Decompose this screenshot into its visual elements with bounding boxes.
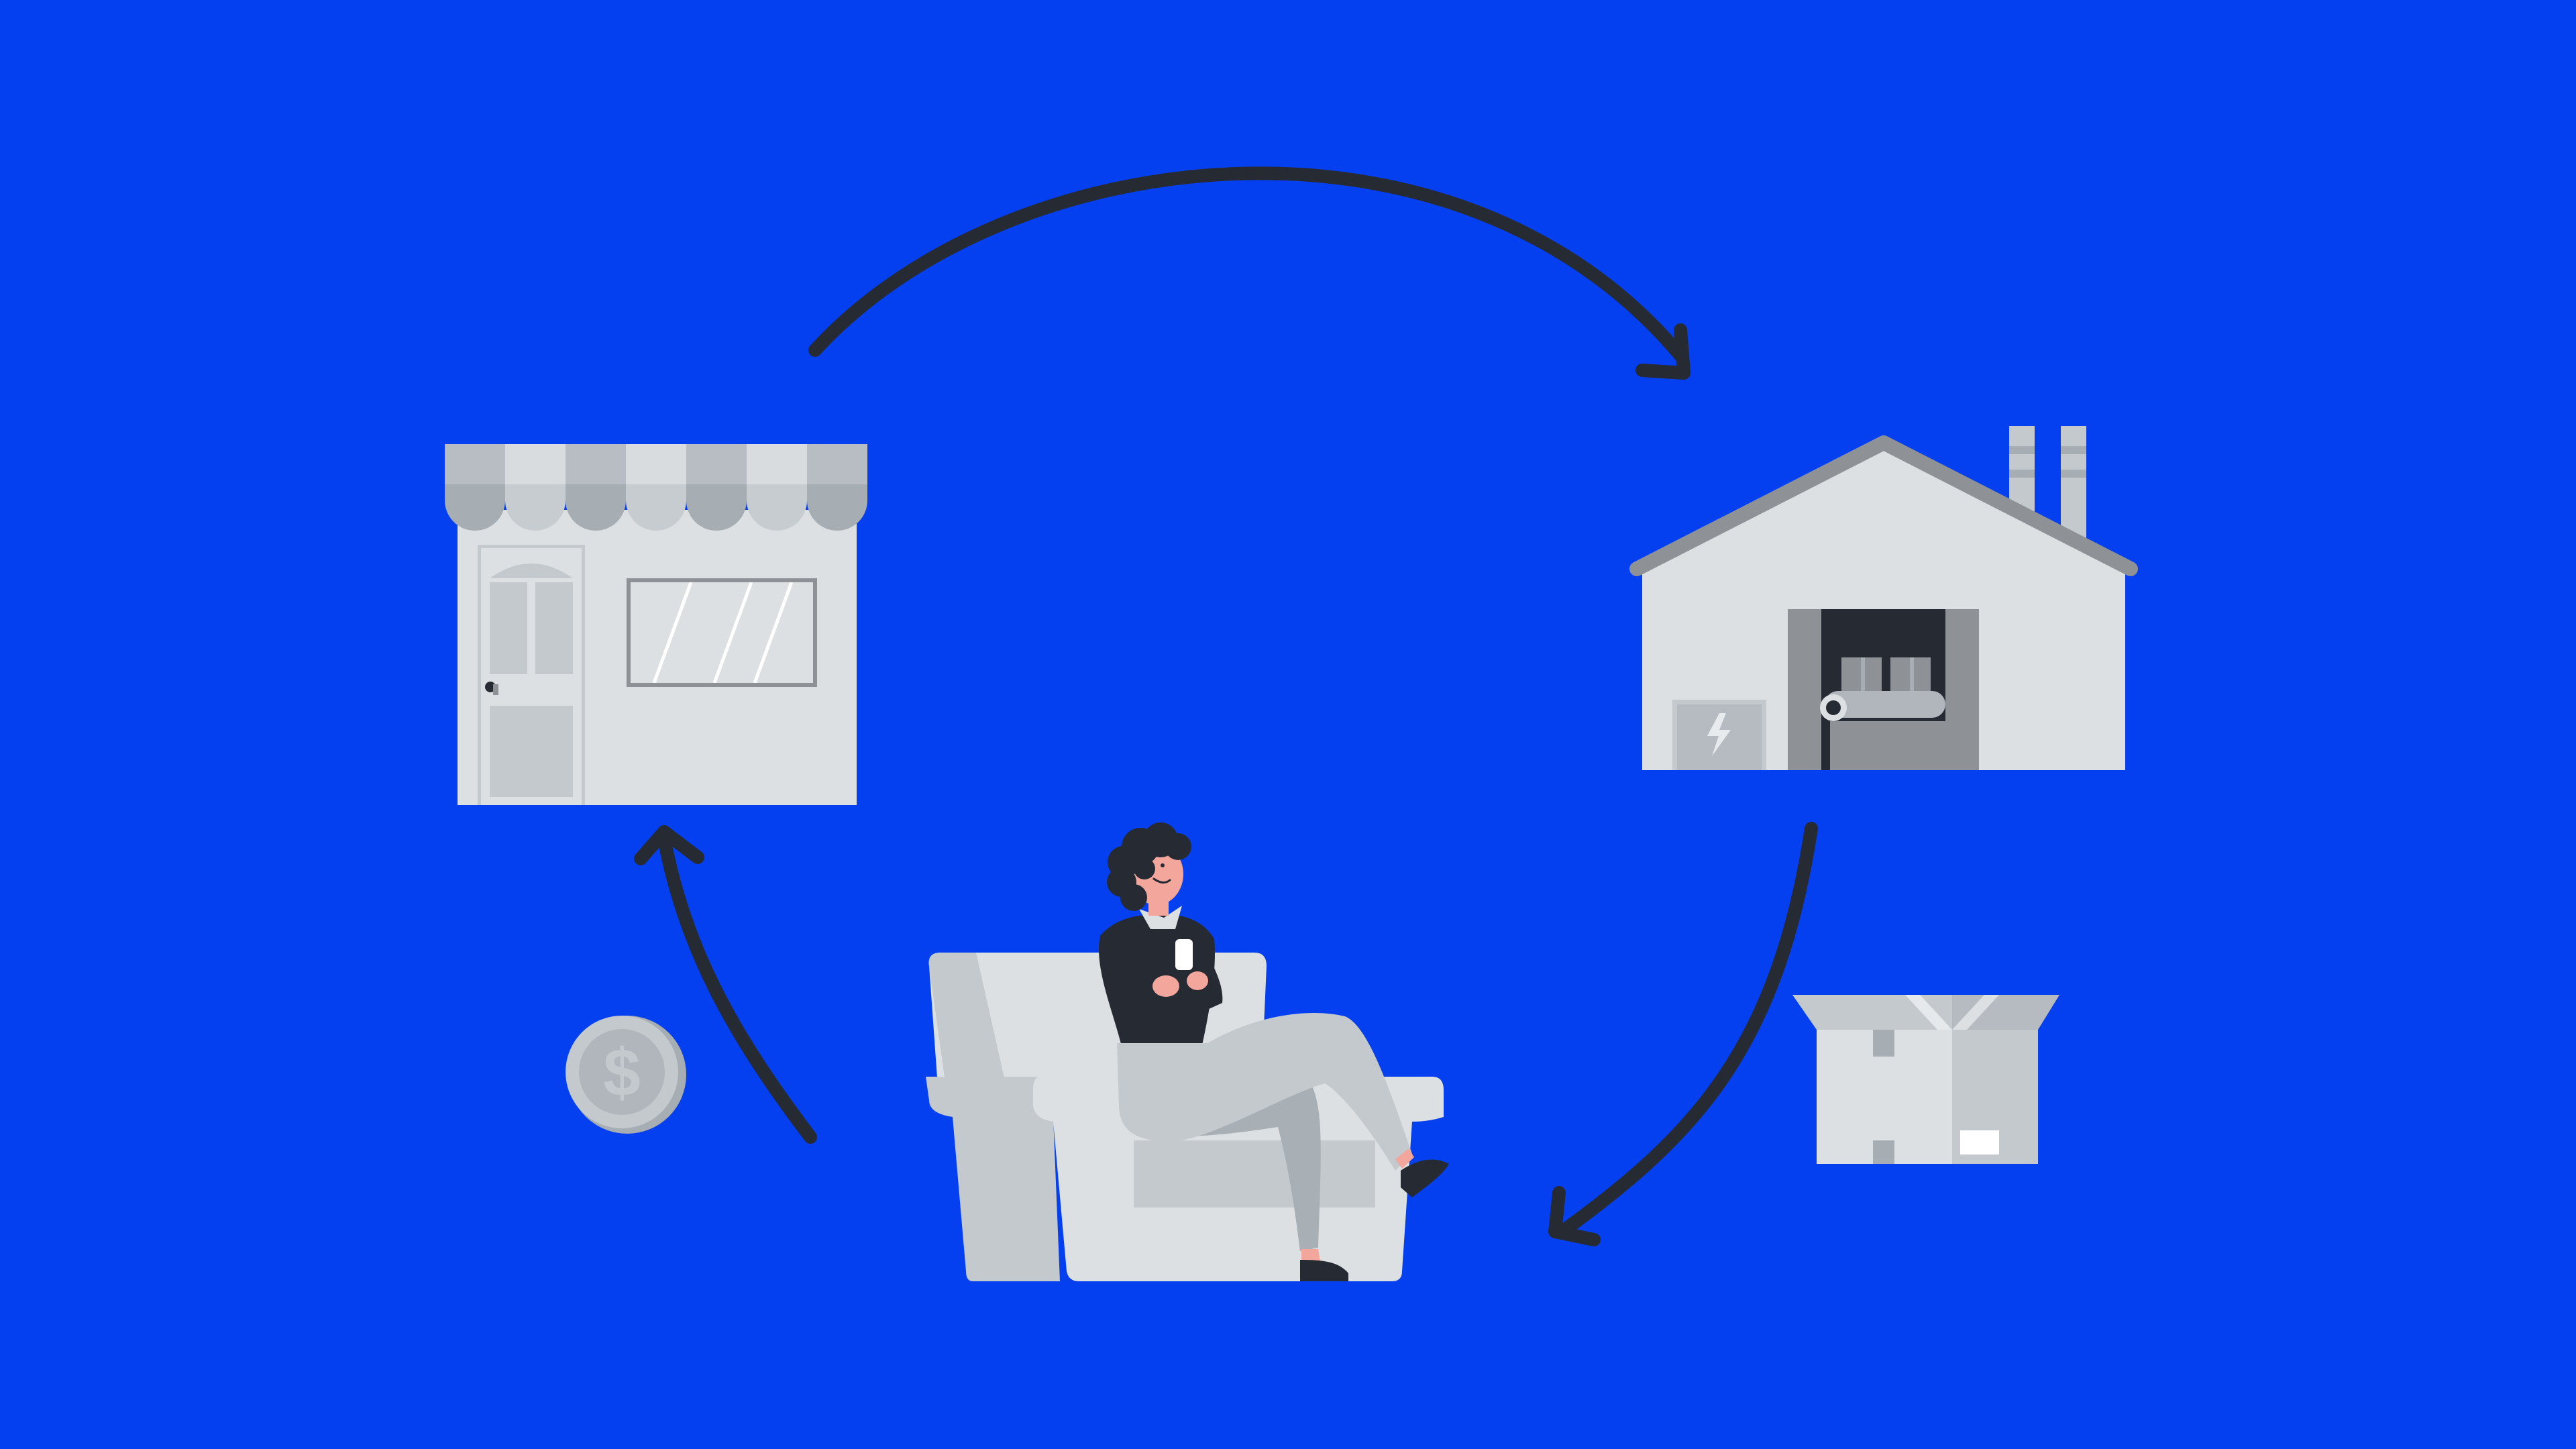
store-door bbox=[478, 545, 585, 805]
dollar-coin-icon: $ bbox=[566, 1016, 686, 1134]
person-hair bbox=[1107, 822, 1191, 911]
factory-icon bbox=[1629, 426, 2138, 770]
store-awning bbox=[445, 444, 867, 531]
open-box-icon bbox=[1792, 995, 2059, 1164]
svg-text:$: $ bbox=[603, 1035, 641, 1110]
storefront-icon bbox=[445, 444, 867, 805]
flow-arrows bbox=[634, 166, 1818, 1246]
store-window bbox=[627, 578, 817, 687]
electric-panel-icon bbox=[1672, 700, 1766, 770]
factory-loading-bay bbox=[1788, 609, 1979, 770]
arrow-consumer-to-store bbox=[634, 825, 817, 1144]
arrow-factory-to-consumer bbox=[1548, 822, 1818, 1246]
person-with-phone-icon bbox=[1098, 822, 1449, 1281]
arrow-store-to-factory bbox=[808, 166, 1690, 380]
phone-icon bbox=[1175, 939, 1193, 970]
